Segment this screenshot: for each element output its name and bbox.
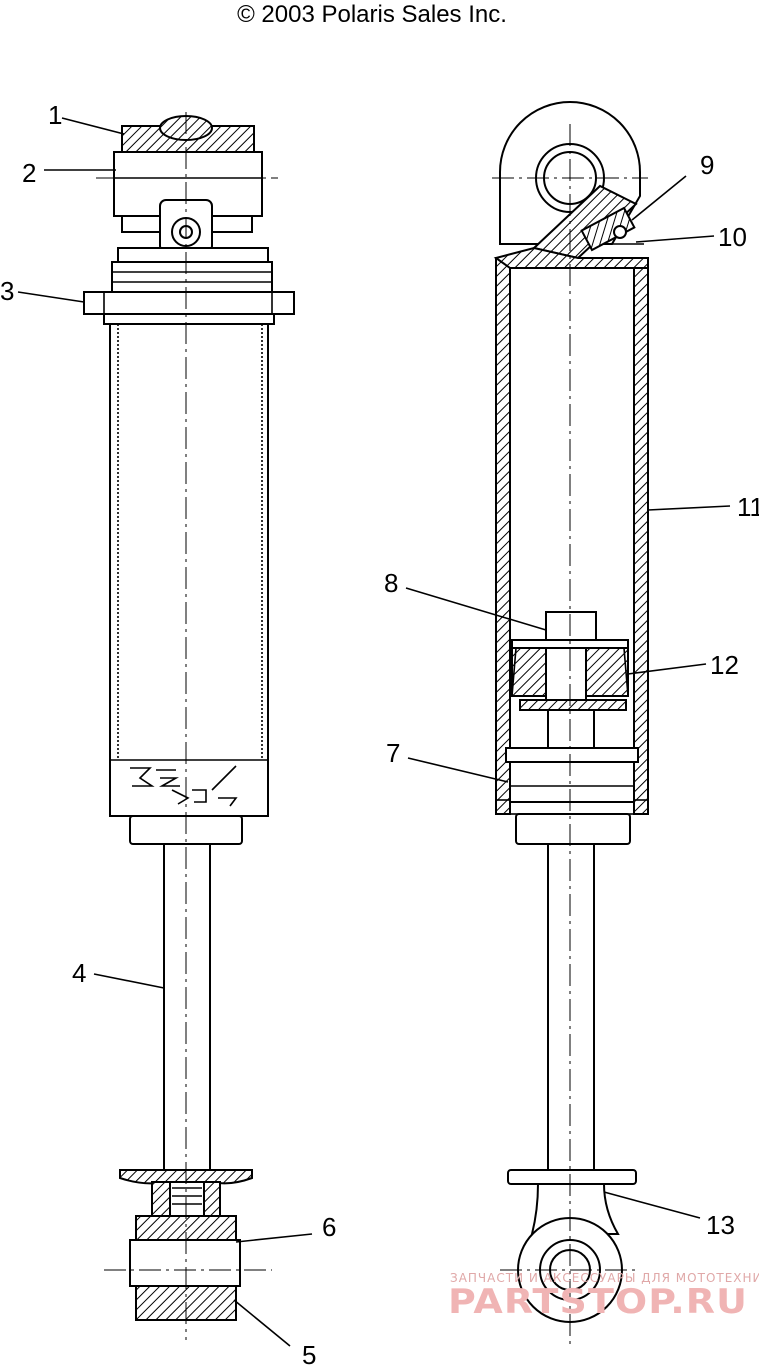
callout-3: 3 [0,276,14,306]
right-shaft [547,843,595,1171]
copyright-text: © 2003 Polaris Sales Inc. [237,1,507,28]
callout-1: 1 [48,100,62,130]
callout-4: 4 [72,958,86,988]
callout-5: 5 [302,1340,316,1366]
watermark: ЗАПЧАСТИ И АКСЕССУАРЫ ДЛЯ МОТОТЕХНИКИ PA… [448,1271,759,1322]
callout-10: 10 [718,222,747,252]
right-shock-assembly [493,101,649,1323]
callout-12: 12 [710,650,739,680]
seal-head [505,747,639,803]
callout-9: 9 [700,150,714,180]
callout-6: 6 [322,1212,336,1242]
callout-labels: 1 2 3 4 5 6 7 8 9 10 11 12 13 [0,100,759,1366]
preload-nut [83,291,295,315]
leader-lines [17,117,731,1347]
watermark-tagline: ЗАПЧАСТИ И АКСЕССУАРЫ ДЛЯ МОТОТЕХНИКИ [450,1271,759,1285]
shaft [163,843,211,1171]
watermark-logo: PARTSTOP.RU [448,1282,748,1322]
outer-cylinder [493,246,649,815]
left-centerlines [96,112,278,1340]
top-cap [121,115,255,155]
callout-13: 13 [706,1210,735,1240]
callout-11: 11 [737,492,759,522]
callout-2: 2 [22,158,36,188]
valve-fitting [531,184,638,260]
right-centerlines [492,124,648,1345]
callout-8: 8 [384,568,398,598]
body-head [111,151,273,293]
shock-body [109,323,269,817]
left-shock-assembly [83,115,295,1321]
bottom-eyelet [119,1169,253,1321]
callout-7: 7 [386,738,400,768]
